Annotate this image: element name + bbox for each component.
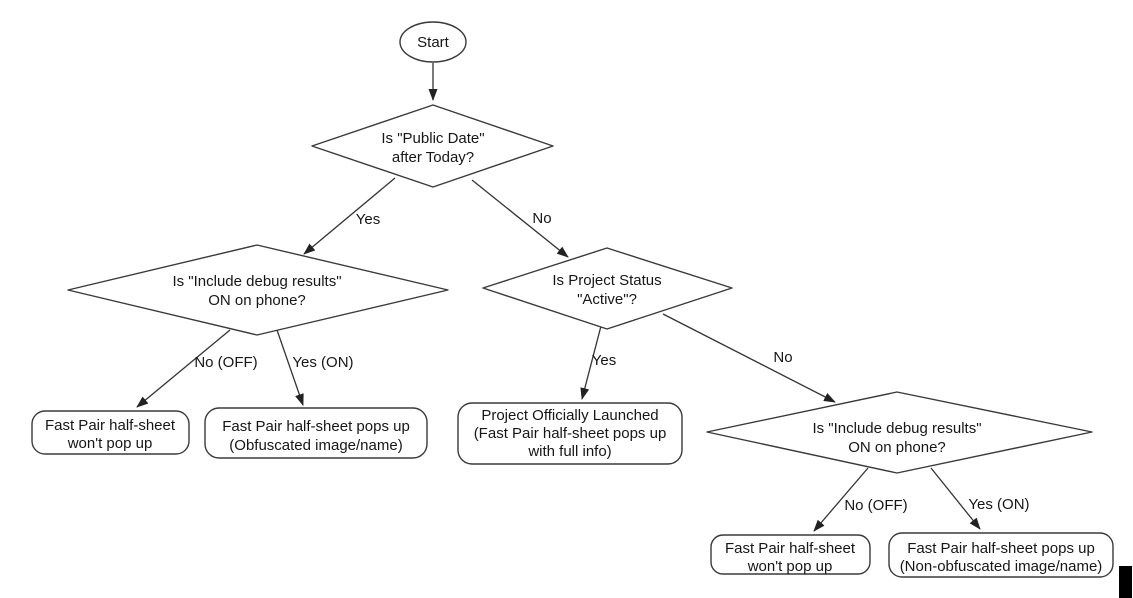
edge-debug-right-yes-on: [930, 467, 981, 530]
start-node-shape: [399, 21, 467, 63]
result-no-popup-right-shape: [710, 534, 871, 575]
edge-debug-left-yes-on: [276, 329, 304, 406]
result-launched-line2: (Fast Pair half-sheet pops up: [474, 425, 667, 442]
decision-public-date: Is "Public Date" after Today?: [311, 104, 554, 188]
edge-project-status-no: [662, 313, 836, 403]
result-popup-obfuscated-line1: Fast Pair half-sheet pops up: [222, 418, 410, 435]
result-popup-non-obfuscated: Fast Pair half-sheet pops up (Non-obfusc…: [888, 532, 1114, 578]
result-launched-shape: [457, 402, 683, 465]
result-popup-non-obfuscated-line2: (Non-obfuscated image/name): [900, 558, 1103, 575]
decision-debug-right-shape: [706, 391, 1093, 474]
result-popup-obfuscated: Fast Pair half-sheet pops up (Obfuscated…: [204, 407, 428, 459]
start-node: Start: [399, 21, 467, 63]
result-launched: Project Officially Launched (Fast Pair h…: [457, 402, 683, 465]
result-no-popup-left-line2: won't pop up: [67, 435, 153, 452]
decision-debug-right-line2: ON on phone?: [848, 439, 946, 456]
decision-debug-right: Is "Include debug results" ON on phone?: [706, 391, 1093, 474]
decision-public-date-line2: after Today?: [392, 149, 474, 166]
edge-project-status-yes: [580, 325, 602, 400]
text-cursor-artifact: [1119, 566, 1132, 598]
result-popup-obfuscated-shape: [204, 407, 428, 459]
edge-labels-layer: Yes No No (OFF) Yes (ON) Yes No No (OFF)…: [194, 210, 1029, 514]
result-popup-obfuscated-line2: (Obfuscated image/name): [229, 437, 402, 454]
decision-debug-left-shape: [67, 244, 449, 336]
edge-label-no-far: No: [773, 349, 792, 366]
decision-project-status-line2: "Active"?: [577, 291, 637, 308]
result-popup-non-obfuscated-line1: Fast Pair half-sheet pops up: [907, 540, 1095, 557]
edge-public-date-no: [471, 179, 569, 258]
result-no-popup-right: Fast Pair half-sheet won't pop up: [710, 534, 871, 575]
decision-debug-left: Is "Include debug results" ON on phone?: [67, 244, 449, 336]
decision-public-date-line1: Is "Public Date": [381, 130, 484, 147]
decision-public-date-shape: [311, 104, 554, 188]
decision-project-status-line1: Is Project Status: [552, 272, 661, 289]
result-no-popup-left-shape: [31, 410, 190, 455]
edge-label-no-right: No: [532, 210, 551, 227]
edge-label-no-off-left: No (OFF): [194, 354, 257, 371]
edge-label-yes-mid: Yes: [592, 352, 616, 369]
edges-layer: [136, 63, 981, 532]
decision-debug-left-line2: ON on phone?: [208, 292, 306, 309]
result-no-popup-left-line1: Fast Pair half-sheet: [45, 417, 176, 434]
result-no-popup-right-line2: won't pop up: [747, 558, 833, 575]
decision-debug-right-line1: Is "Include debug results": [812, 420, 981, 437]
edge-label-yes-on-right: Yes (ON): [968, 496, 1029, 513]
decision-project-status-shape: [482, 247, 733, 330]
result-no-popup-left: Fast Pair half-sheet won't pop up: [31, 410, 190, 455]
result-no-popup-right-line1: Fast Pair half-sheet: [725, 540, 856, 557]
edge-debug-right-no-off: [813, 467, 869, 532]
edge-debug-left-no-off: [136, 329, 231, 408]
start-node-label: Start: [417, 34, 450, 51]
result-launched-line1: Project Officially Launched: [481, 407, 658, 424]
decision-debug-left-line1: Is "Include debug results": [172, 273, 341, 290]
result-popup-non-obfuscated-shape: [888, 532, 1114, 578]
edge-label-no-off-right: No (OFF): [844, 497, 907, 514]
edge-label-yes-on-left: Yes (ON): [292, 354, 353, 371]
decision-project-status: Is Project Status "Active"?: [482, 247, 733, 330]
result-launched-line3: with full info): [527, 443, 611, 460]
edge-public-date-yes: [303, 177, 396, 255]
edge-label-yes-left: Yes: [356, 211, 380, 228]
